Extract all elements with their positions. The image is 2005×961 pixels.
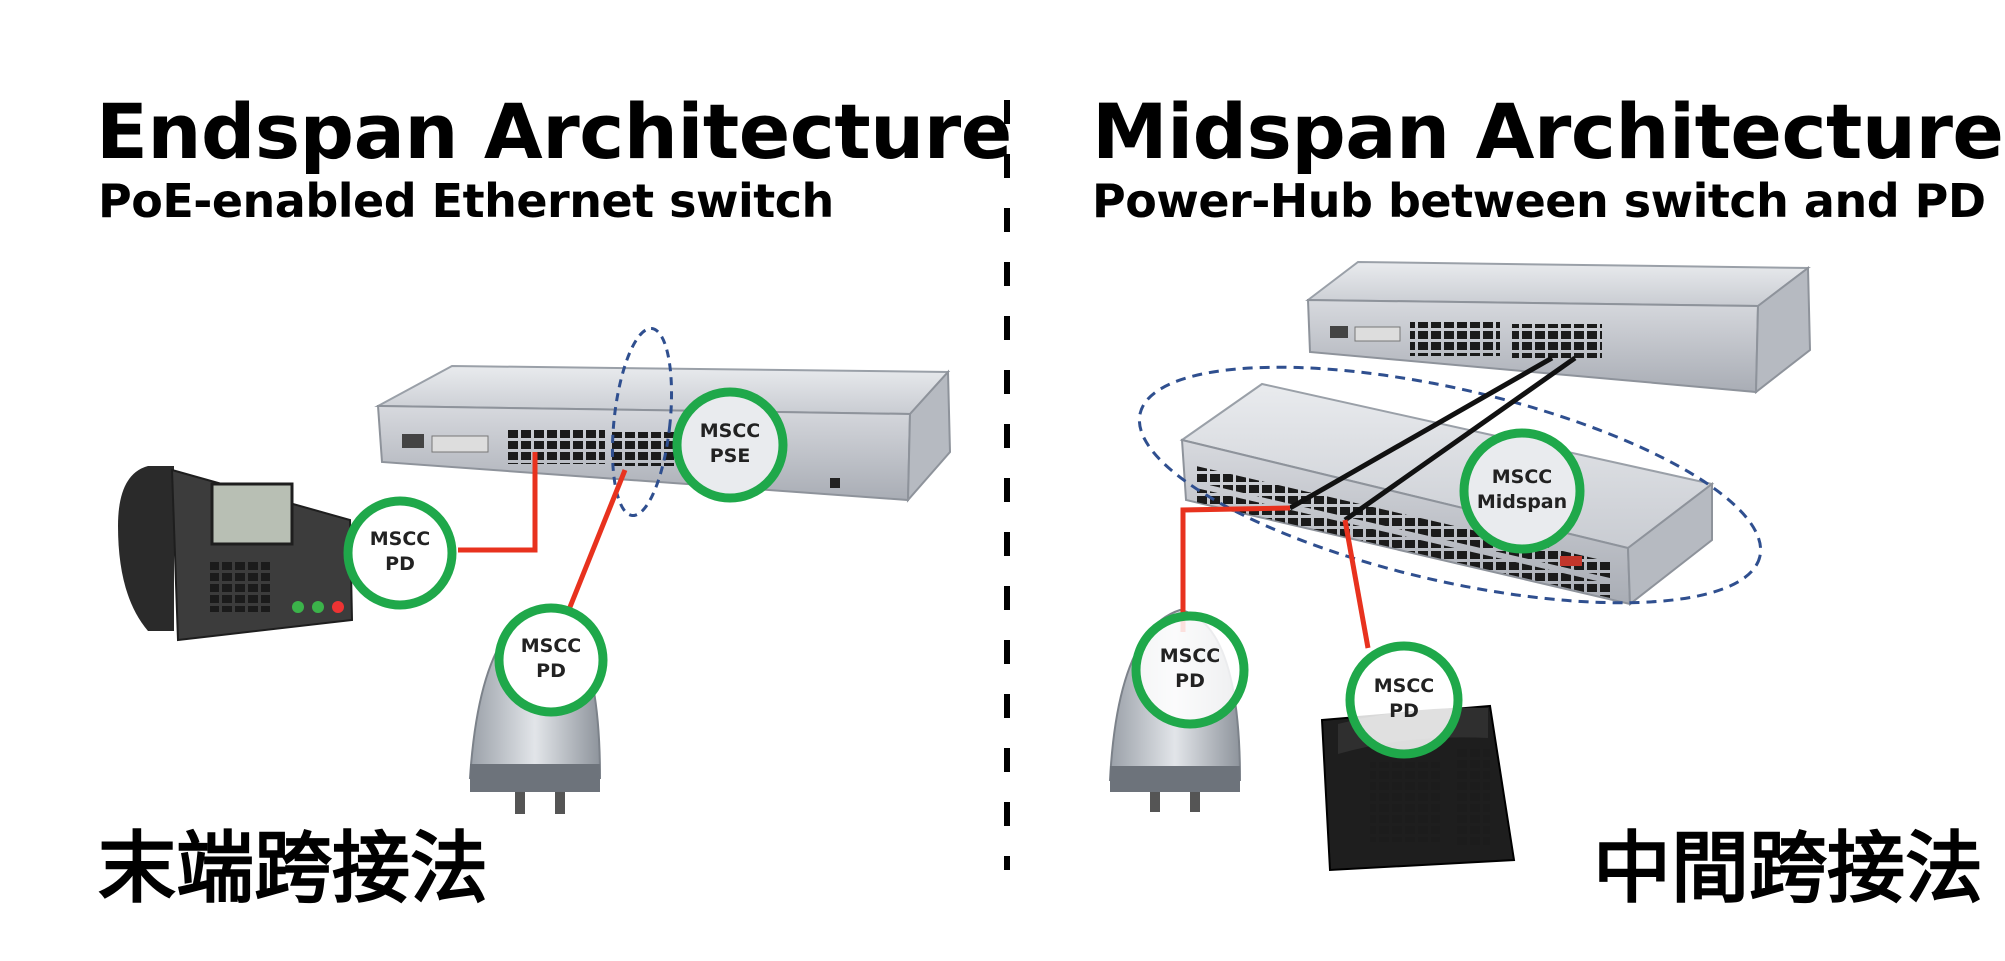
endspan-chinese-label: 末端跨接法 (98, 824, 489, 914)
data-line-1 (1288, 355, 1554, 511)
badge-switch-line2: PSE (710, 445, 751, 467)
endspan-subtitle: PoE-enabled Ethernet switch (98, 174, 834, 228)
data-line-2 (1343, 355, 1577, 523)
badge-phone-right-line2: PD (1389, 700, 1419, 722)
power-line-phone (458, 452, 538, 553)
badge-phone-line1: MSCC (370, 528, 430, 550)
midspan-subtitle: Power-Hub between switch and PD (1092, 174, 1986, 228)
power-line-phone-2 (1342, 519, 1371, 649)
badge-ap-left-line1: MSCC (521, 635, 581, 657)
midspan-outline (1137, 365, 1763, 605)
badge-midspan: MSCC Midspan (1459, 428, 1585, 554)
badge-midspan-line2: Midspan (1477, 491, 1567, 513)
badge-midspan-line1: MSCC (1492, 466, 1552, 488)
ip-phone (118, 466, 354, 642)
badge-phone-right-line1: MSCC (1374, 675, 1434, 697)
badge-phone-line2: PD (385, 553, 415, 575)
ethernet-switch (1305, 260, 1812, 395)
poe-switch (374, 364, 952, 503)
badge-ap-left-line2: PD (536, 660, 566, 682)
badge-phone-pd-2: MSCC PD (1345, 641, 1463, 759)
badge-ap-pd-2: MSCC PD (1131, 611, 1249, 729)
midspan-title: Midspan Architecture (1092, 87, 2004, 176)
badge-phone-pd: MSCC PD (343, 496, 457, 610)
badge-ap-pd: MSCC PD (494, 603, 608, 717)
badge-ap-right-line1: MSCC (1160, 645, 1220, 667)
badge-switch-line1: MSCC (700, 420, 760, 442)
power-line-ap-2 (1180, 505, 1291, 632)
midspan-chinese-label: 中間跨接法 (1592, 824, 1983, 914)
endspan-title: Endspan Architecture (96, 87, 1012, 176)
port-highlight-outline (610, 326, 674, 518)
badge-switch-pse: MSCC PSE (672, 387, 788, 503)
power-line-ap (565, 469, 628, 613)
badge-ap-right-line2: PD (1175, 670, 1205, 692)
